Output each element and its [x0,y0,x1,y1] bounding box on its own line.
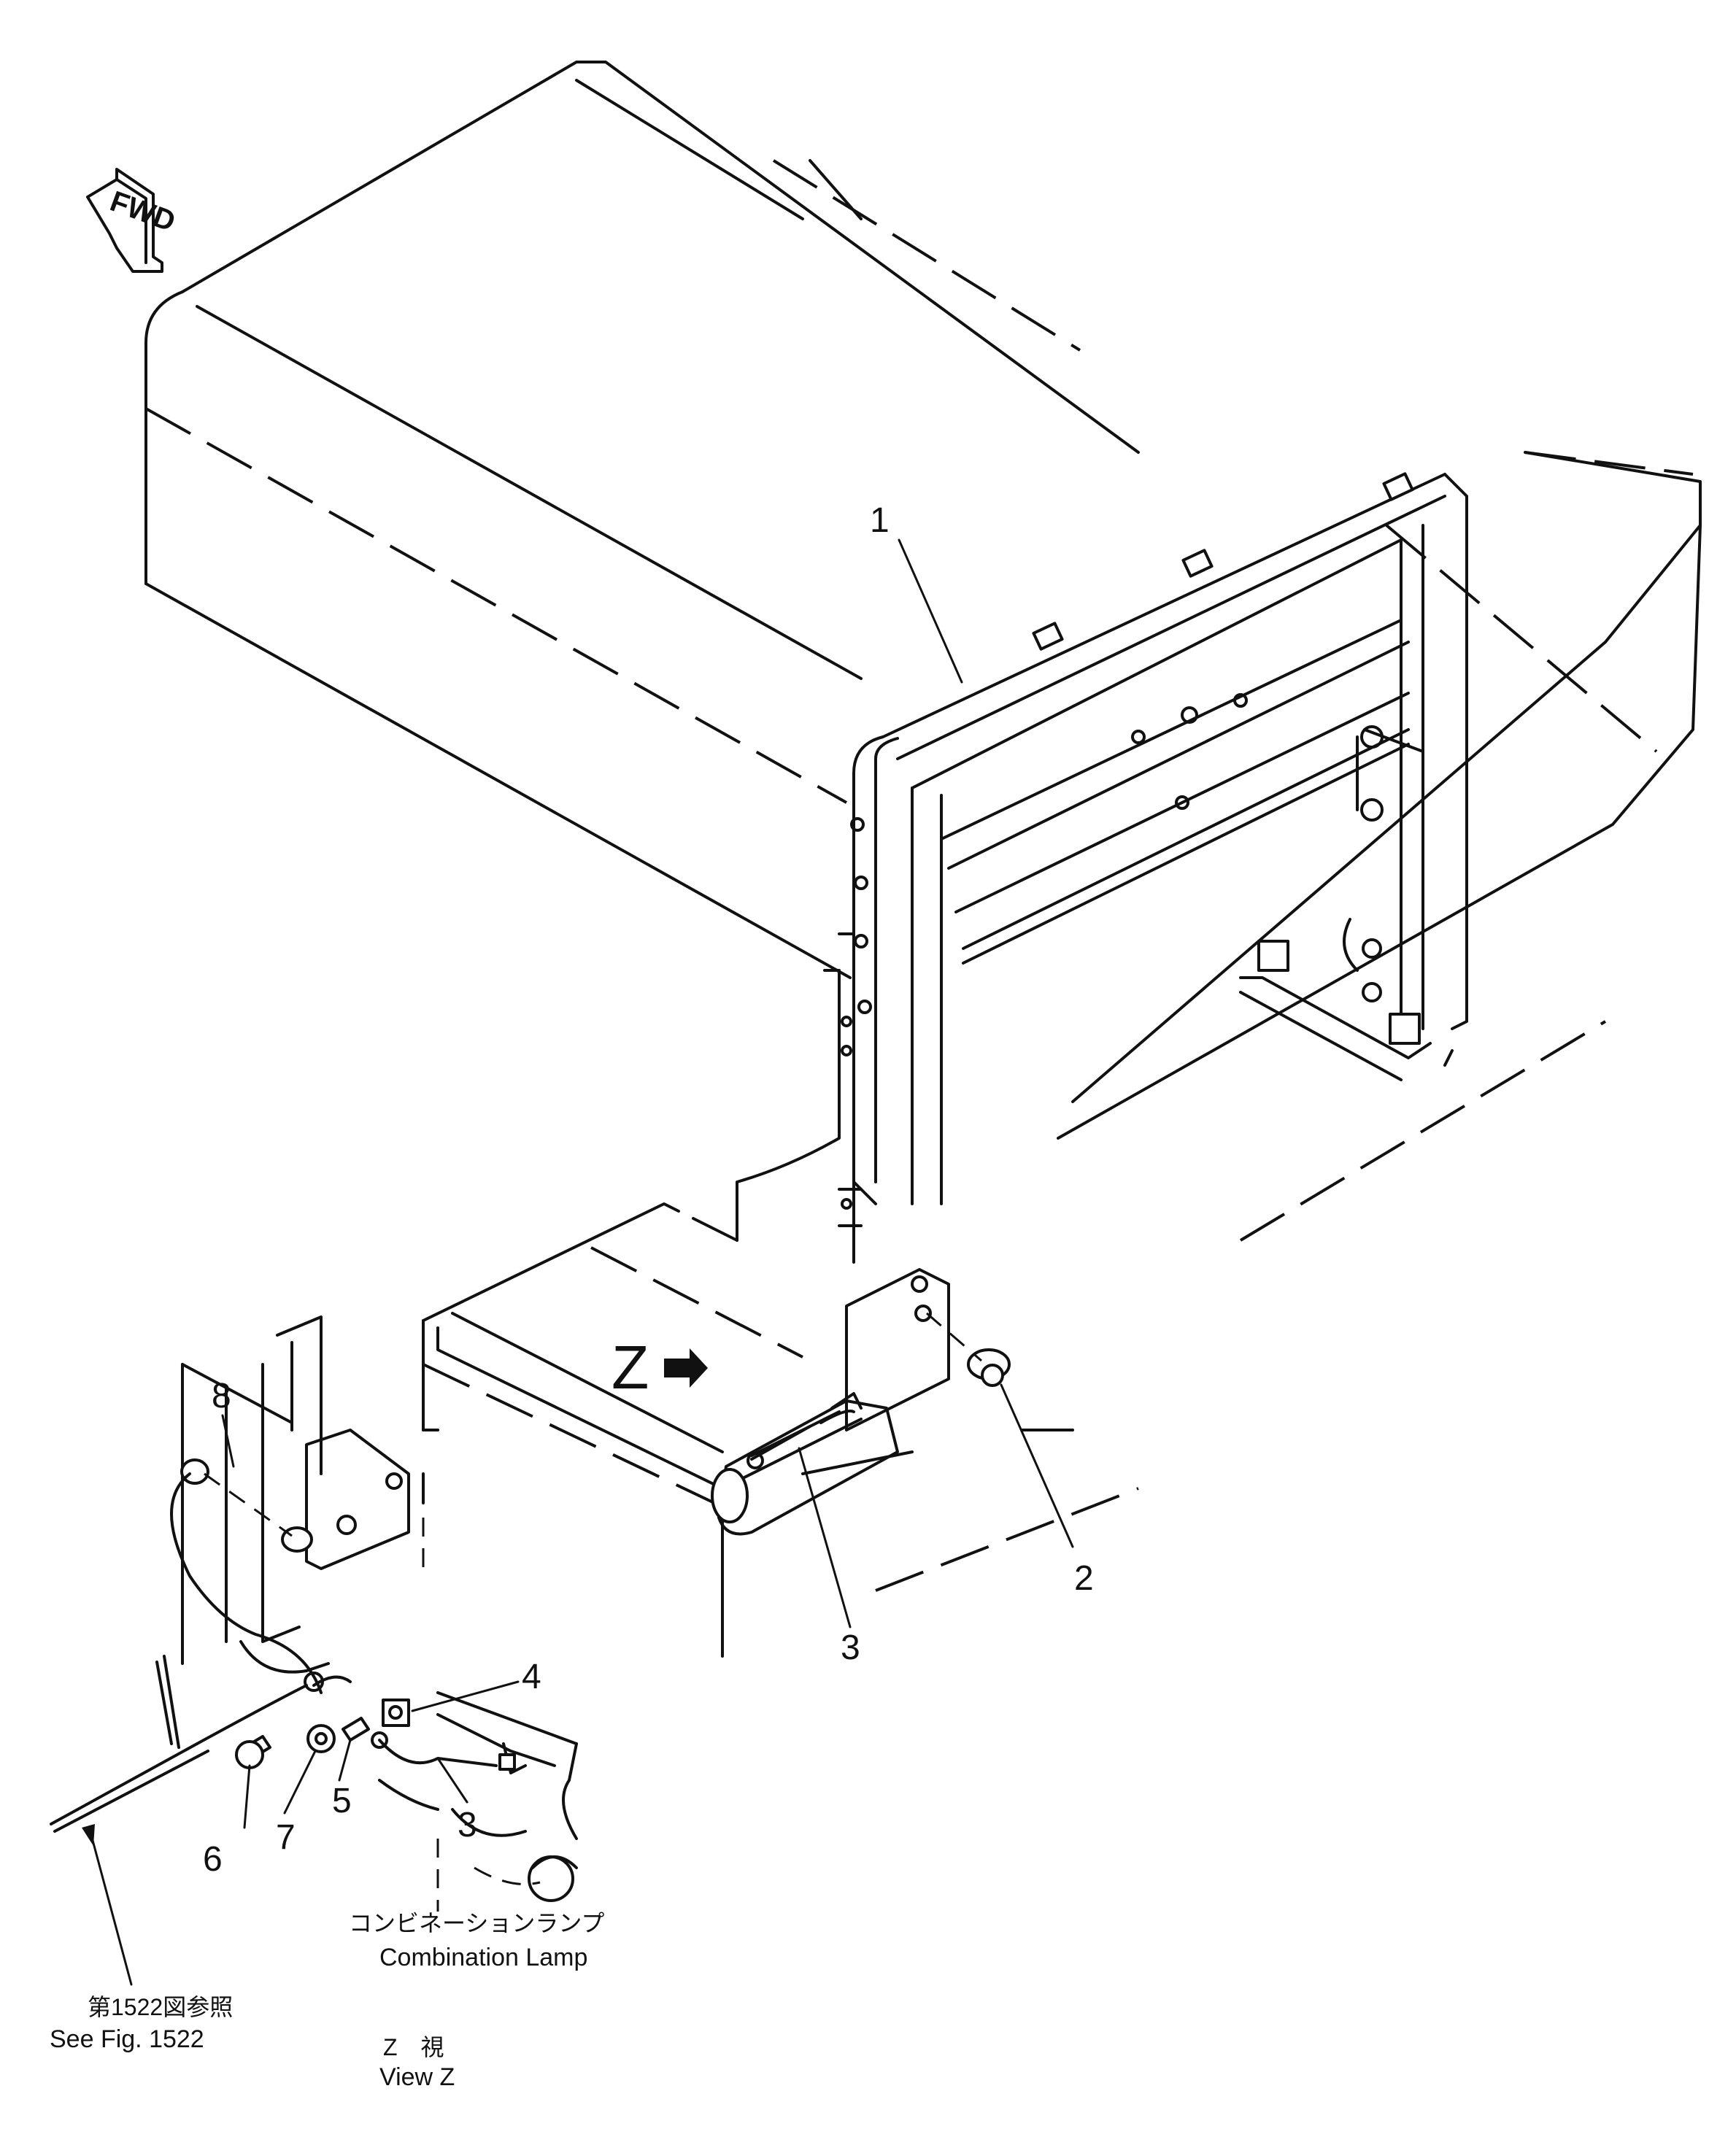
view-direction-arrow-icon [664,1348,708,1388]
callout-3-main: 3 [841,1628,860,1667]
combination-lamp-jp: コンビネーションランプ [349,1910,605,1936]
callout-6: 6 [203,1840,223,1879]
callout-1: 1 [870,501,890,540]
hood-body [144,61,1702,1592]
see-fig-jp: 第1522図参照 [88,1994,234,2020]
callout-8: 8 [212,1377,231,1415]
lower-box [422,1202,1011,1658]
callout-5: 5 [332,1782,352,1820]
frame-assembly [736,472,1468,1264]
view-z-jp: Z 視 [383,2034,444,2060]
callout-4: 4 [522,1658,541,1696]
detail-view-z [50,1315,578,1986]
fwd-arrow-icon [86,168,163,273]
view-z-en: View Z [379,2063,455,2091]
callout-2: 2 [1074,1559,1094,1598]
view-z-marker: Z [612,1333,649,1402]
leader-lines [798,538,1074,1628]
combination-lamp-en: Combination Lamp [379,1944,588,1971]
callout-7: 7 [276,1818,296,1857]
see-fig-en: See Fig. 1522 [50,2025,204,2053]
callout-3-detail: 3 [458,1806,477,1844]
